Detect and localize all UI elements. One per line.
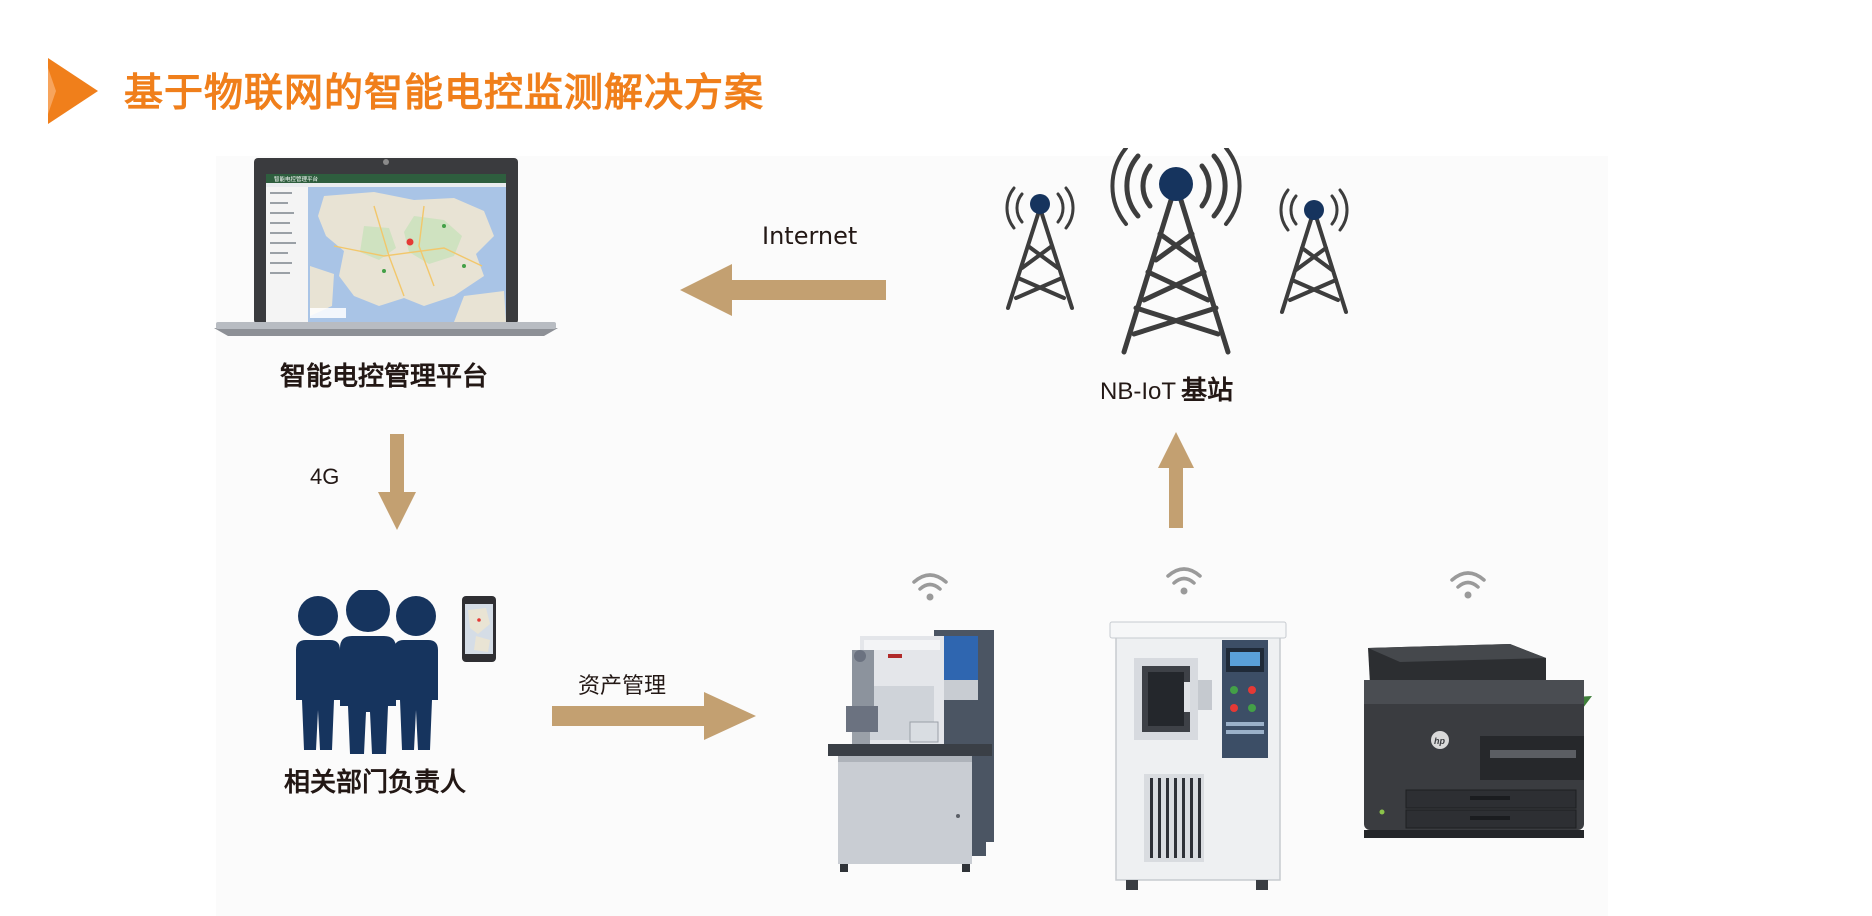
- wifi-icon: [1450, 571, 1486, 599]
- base-station-label-prefix: NB-IoT: [1100, 378, 1177, 405]
- hp-logo-text: hp: [1434, 736, 1445, 746]
- laptop-map-icon: 智能电控管理平台: [214, 158, 558, 336]
- environmental-test-chamber: [1109, 621, 1287, 890]
- asset-management-arrow: [552, 692, 756, 740]
- hp-printer: hp: [1364, 644, 1592, 838]
- internet-arrow: [680, 264, 886, 316]
- internet-label: Internet: [762, 222, 858, 250]
- 4g-label: 4G: [310, 464, 340, 489]
- title-play-icon: [48, 58, 98, 124]
- wifi-icon: [1166, 567, 1202, 595]
- laboratory-instrument: [828, 630, 994, 872]
- base-station-label-suffix: 基站: [1181, 376, 1234, 406]
- screen-title: 智能电控管理平台: [274, 175, 319, 183]
- base-station-label: NB-IoT 基站: [1100, 370, 1233, 407]
- cell-tower-icon: [1005, 148, 1349, 355]
- platform-label: 智能电控管理平台: [280, 362, 489, 392]
- page-title: 基于物联网的智能电控监测解决方案: [124, 71, 765, 116]
- wifi-icon: [912, 573, 948, 601]
- people-group-icon: [296, 590, 496, 754]
- asset-management-label: 资产管理: [578, 674, 667, 699]
- 4g-arrow: [378, 434, 416, 530]
- uplink-arrow: [1158, 432, 1194, 528]
- department-label: 相关部门负责人: [284, 768, 467, 798]
